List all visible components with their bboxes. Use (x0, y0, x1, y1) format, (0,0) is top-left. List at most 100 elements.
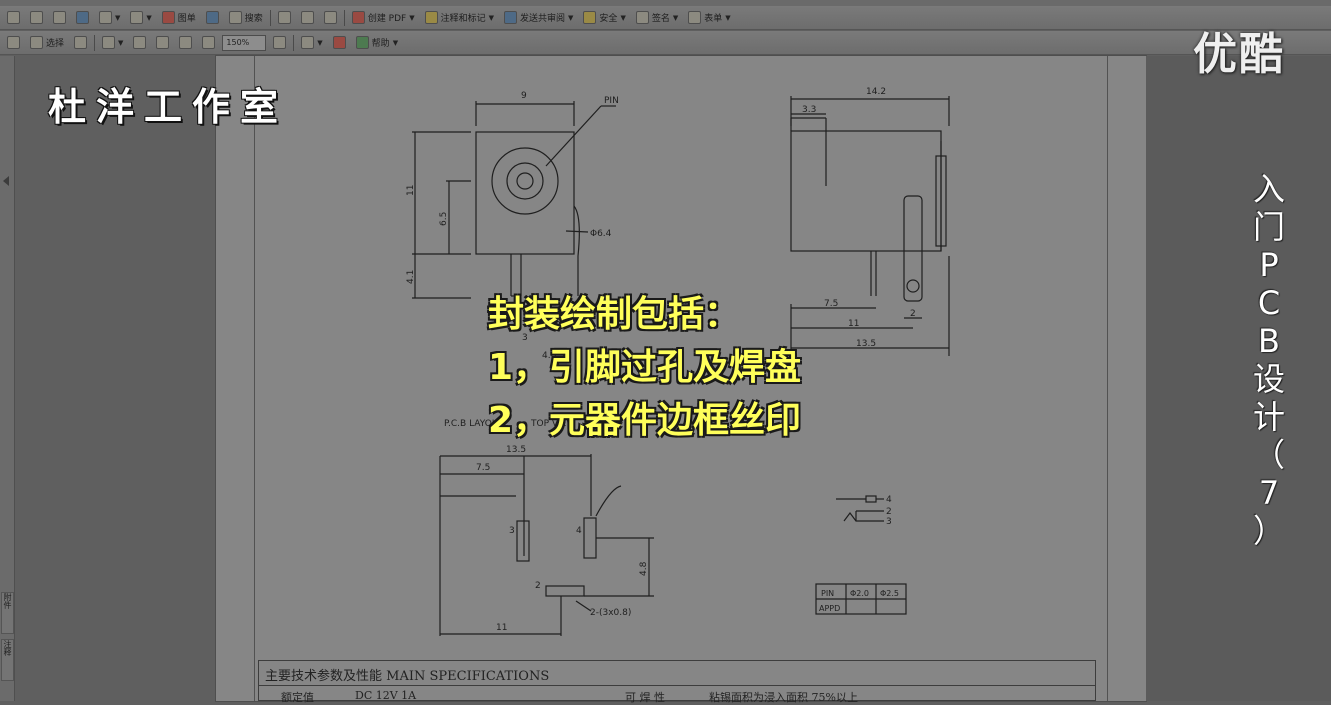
right-side-panel (1146, 56, 1331, 701)
help-label: 帮助 (371, 39, 390, 49)
page-icon (99, 11, 112, 24)
series-title-char: （ (1252, 436, 1285, 474)
pages-icon (301, 36, 315, 49)
table-header-d1: Φ2.0 (850, 589, 869, 598)
tool-dropdown[interactable]: ▼ (96, 9, 123, 27)
dim-height: 11 (406, 185, 416, 196)
zoom-in-button[interactable] (270, 34, 289, 52)
chevron-down-icon: ▼ (392, 38, 399, 47)
dim-small: 3 (522, 333, 528, 343)
series-title-char: 门 (1252, 208, 1285, 246)
chevron-down-icon: ▼ (620, 13, 626, 22)
chevron-down-icon: ▼ (409, 13, 415, 22)
redo-icon (323, 11, 337, 24)
chevron-down-icon: ▼ (146, 13, 152, 22)
zoom-tool-button[interactable]: ▼ (99, 34, 126, 52)
zoom-level-field[interactable]: 150% (222, 34, 267, 51)
sign-button-label: 签名 (651, 14, 670, 24)
table-header-d2: Φ2.5 (880, 589, 899, 598)
toolbar-divider (269, 9, 271, 26)
redo-button[interactable] (321, 9, 340, 27)
undo-icon (300, 11, 314, 24)
pages-button[interactable]: ▼ (298, 34, 325, 52)
front-view-jack-outer (491, 147, 559, 215)
create-pdf-button[interactable]: 创建 PDF▼ (349, 9, 418, 27)
series-title-char: 7 (1258, 474, 1280, 512)
dim-pcb-height: 4.8 (639, 561, 649, 576)
chart-button[interactable]: 图单 (159, 9, 199, 27)
series-title-char: B (1258, 322, 1280, 360)
search-button[interactable]: 搜索 (226, 9, 266, 27)
dim-total-length: 13.5 (856, 339, 876, 349)
minus-circle-icon (202, 36, 216, 49)
front-view-body (475, 131, 575, 255)
share-button[interactable]: 发送共审阅▼ (501, 9, 576, 27)
spec-solderability-value: 粘锡面积为浸入面积 75%以上 (709, 691, 858, 704)
pad-2 (545, 585, 585, 597)
pad-4 (583, 517, 597, 559)
label-pcb-layout: P.C.B LAYOUT (444, 419, 504, 429)
folder-open-icon (7, 11, 20, 24)
pen-icon (635, 11, 649, 24)
open-button[interactable] (4, 9, 23, 27)
label-pin: PIN (604, 96, 619, 106)
series-title-char: 设 (1252, 360, 1285, 398)
comment-button[interactable]: 注释和标记▼ (422, 9, 497, 27)
chevron-down-icon: ▼ (568, 13, 574, 22)
magnifier-icon (102, 36, 116, 49)
dim-bottom-offset: 4.1 (406, 270, 416, 284)
spec-solderability-label: 可 焊 性 (625, 691, 665, 704)
security-button-label: 安全 (599, 14, 618, 24)
attach-dropdown[interactable]: ▼ (127, 9, 154, 27)
fit-width-button[interactable] (153, 34, 172, 52)
email-button[interactable] (73, 9, 92, 27)
share-button-label: 发送共审阅 (520, 14, 566, 24)
series-title-char: ） (1252, 512, 1285, 550)
dim-slot-size: 2-(3x0.8) (590, 608, 631, 618)
select-tool-label: 选择 (46, 39, 65, 49)
chevron-down-icon: ▼ (118, 38, 124, 47)
security-button[interactable]: 安全▼ (580, 9, 628, 27)
select-tool-button[interactable]: 选择 (27, 34, 67, 52)
rotate-button[interactable] (275, 9, 294, 27)
actual-size-button[interactable] (176, 34, 195, 52)
subtitle-line-3: 2，元器件边框丝印 (488, 400, 802, 441)
spec-rated-label: 额定值 (281, 691, 314, 704)
print-button[interactable] (50, 9, 69, 27)
dim-side-length: 11 (848, 319, 859, 329)
zoom-out-button[interactable] (199, 34, 218, 52)
tool-y-button[interactable] (330, 34, 349, 52)
series-title-char: C (1257, 284, 1281, 322)
comment-icon (424, 11, 438, 24)
pad-3 (516, 520, 530, 562)
actual-size-icon (179, 36, 193, 49)
vertical-series-title: 入 门 P C B 设 计 （ 7 ） (1249, 170, 1289, 550)
web-button[interactable] (203, 9, 222, 27)
undo-button[interactable] (298, 9, 317, 27)
help-button[interactable]: 帮助▼ (353, 34, 401, 52)
y-tool-icon (332, 36, 346, 49)
comment-button-label: 注释和标记 (440, 14, 486, 24)
chevron-down-icon: ▼ (115, 13, 121, 22)
tab-attachments[interactable]: 附件 (1, 592, 14, 634)
page-frame (254, 56, 1108, 701)
secondary-toolbar: 选择 ▼ 150% ▼ 帮助▼ (0, 31, 1331, 55)
front-view-jack-mid (506, 162, 544, 200)
dim-pcb-width: 13.5 (506, 445, 526, 455)
save-button[interactable] (27, 9, 46, 27)
snapshot-button[interactable] (71, 34, 90, 52)
dim-pcb-offset: 7.5 (476, 463, 490, 473)
fit-width-icon (156, 36, 170, 49)
form-button[interactable]: 表单▼ (685, 9, 733, 27)
fit-page-button[interactable] (130, 34, 149, 52)
sign-button[interactable]: 签名▼ (633, 9, 681, 27)
collapse-arrow-icon[interactable] (3, 176, 9, 186)
schematic-pin-3: 3 (886, 517, 892, 527)
paperclip-icon (130, 11, 144, 24)
toolbar-divider (293, 34, 295, 51)
dim-hole-diameter: Φ6.4 (590, 229, 612, 239)
schematic-pin-4: 4 (886, 495, 892, 505)
hand-tool-button[interactable] (4, 34, 23, 52)
toolbar-divider (343, 9, 345, 26)
tab-comments[interactable]: 注释 (1, 639, 14, 681)
